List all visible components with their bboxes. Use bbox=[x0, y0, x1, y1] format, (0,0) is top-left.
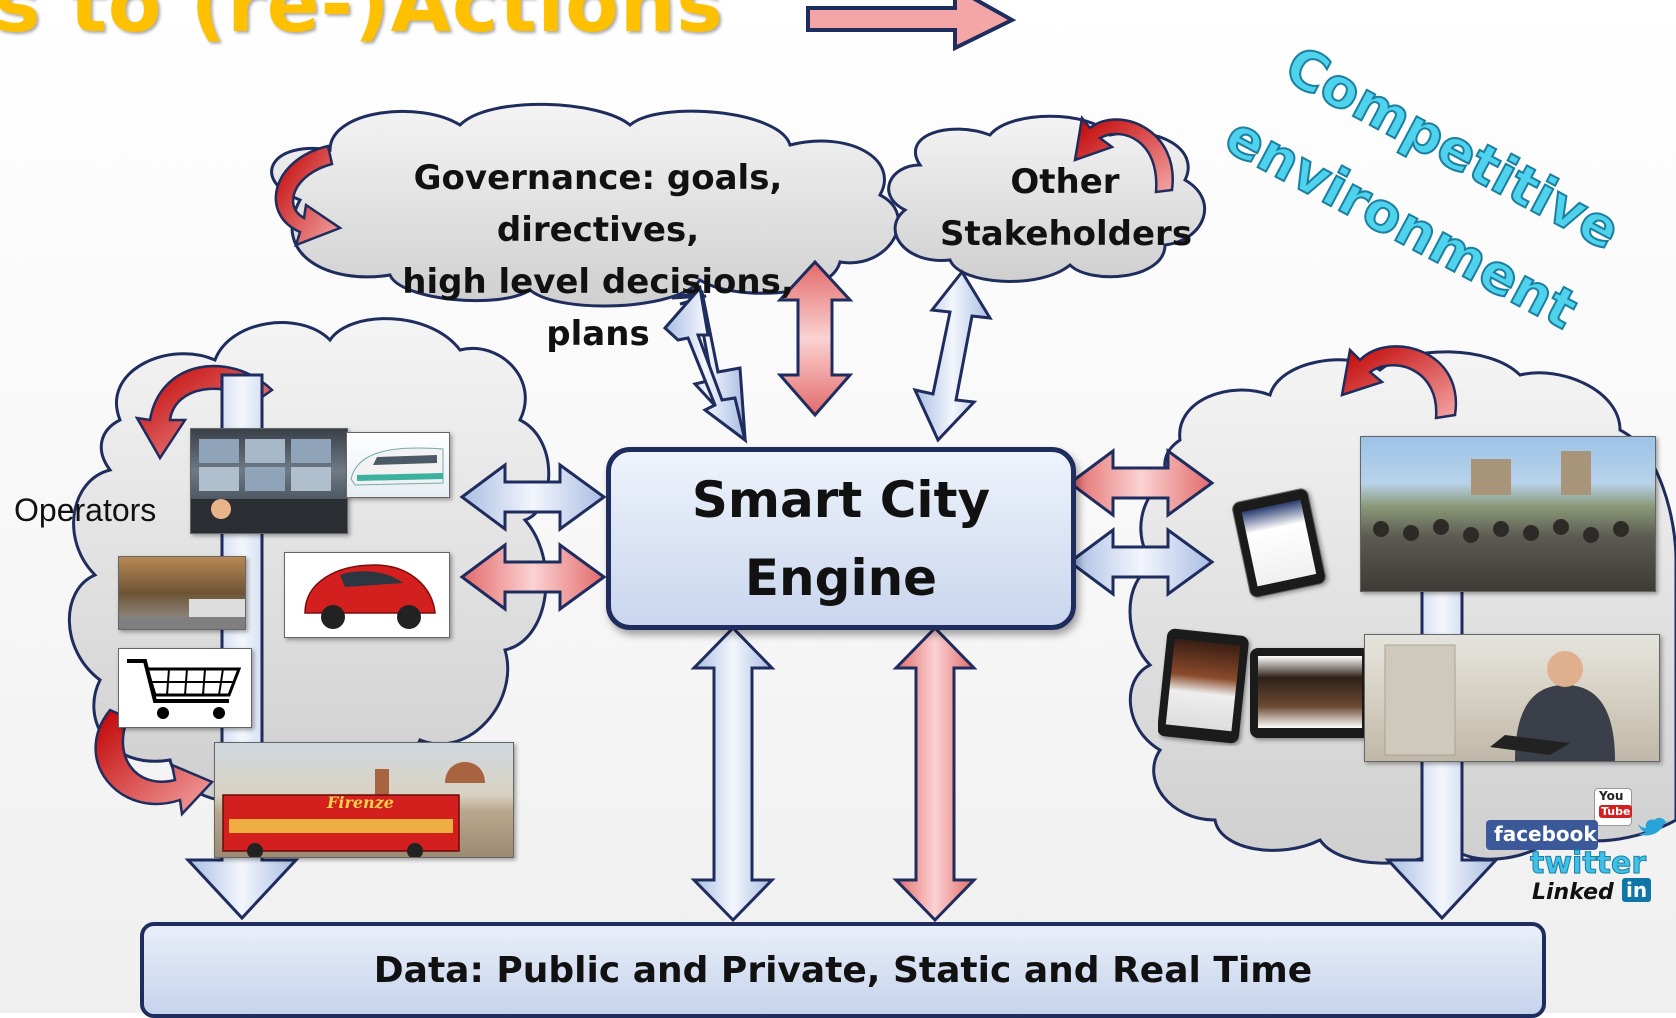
stakeholders-cloud bbox=[887, 114, 1207, 283]
engine-data-arrow-red bbox=[892, 625, 978, 923]
engine-citizens-arrow-bottom bbox=[1067, 527, 1215, 597]
twitter-text: twitter bbox=[1529, 846, 1647, 882]
citizens-cloud bbox=[1128, 350, 1676, 865]
governance-cloud bbox=[270, 102, 900, 308]
stakeholders-text: Other Stakeholders bbox=[940, 156, 1193, 260]
title-arrow bbox=[806, 0, 1017, 52]
shopping-cart-icon bbox=[127, 659, 242, 719]
red-car-icon bbox=[304, 564, 436, 629]
governance-line-2: high level decisions, bbox=[402, 262, 794, 302]
stakeholders-engine-arrow bbox=[912, 269, 993, 443]
slide-title-fragment: s to (re-)Actions bbox=[0, 0, 724, 50]
crowd-photo bbox=[1360, 436, 1656, 592]
stakeholders-line-1: Other bbox=[1010, 162, 1120, 202]
governance-curve-arrow bbox=[274, 144, 343, 248]
governance-engine-arrow-center bbox=[776, 259, 854, 418]
stakeholders-curve-arrow bbox=[1073, 115, 1174, 194]
engine-line-1: Smart City bbox=[691, 470, 991, 529]
engine-citizens-arrow-top bbox=[1067, 448, 1215, 518]
shopping-cart-photo bbox=[118, 648, 252, 728]
youtube-logo: You Tube bbox=[1594, 788, 1633, 826]
twitter-bird-icon bbox=[1638, 817, 1670, 836]
linkedin-in-badge: in bbox=[1622, 878, 1652, 902]
smart-city-engine-box: Smart City Engine bbox=[606, 447, 1076, 630]
control-room-photo bbox=[190, 428, 348, 534]
engine-line-2: Engine bbox=[744, 548, 938, 607]
operators-label: Operators bbox=[14, 492, 157, 528]
social-media-logos: You Tube facebook twitter Linked in bbox=[1486, 788, 1676, 906]
operators-curve-arrow-bottom bbox=[94, 708, 215, 817]
governance-line-1: Governance: goals, directives, bbox=[413, 158, 783, 250]
youtube-bottom-text: Tube bbox=[1599, 805, 1633, 818]
businessman-laptop-photo bbox=[1364, 634, 1660, 762]
facebook-logo: facebook bbox=[1486, 820, 1598, 850]
businessman-icon bbox=[1384, 644, 1615, 761]
tour-bus-icon bbox=[222, 762, 485, 857]
tablets-photo bbox=[1158, 628, 1372, 746]
operators-engine-arrow-top bbox=[459, 462, 607, 532]
tablet-small-screen-icon bbox=[1241, 499, 1317, 587]
data-label: Data: Public and Private, Static and Rea… bbox=[373, 949, 1313, 991]
parking-garage-icon bbox=[119, 599, 245, 629]
train-icon bbox=[350, 447, 444, 486]
facebook-text: facebook bbox=[1494, 822, 1597, 846]
governance-text: Governance: goals, directives, high leve… bbox=[318, 152, 878, 360]
control-room-screens-icon bbox=[191, 439, 347, 533]
bus-sign: Firenze bbox=[327, 793, 394, 812]
linkedin-text: Linked bbox=[1532, 880, 1614, 905]
tablet-right-icon bbox=[1250, 648, 1370, 738]
electric-car-photo bbox=[284, 552, 450, 638]
operators-engine-arrow-bottom bbox=[459, 542, 607, 612]
parking-photo bbox=[118, 556, 246, 630]
tour-bus-photo: Firenze bbox=[214, 742, 514, 858]
stakeholders-line-2: Stakeholders bbox=[940, 214, 1193, 254]
engine-data-arrow-blue bbox=[690, 625, 776, 923]
crowd-icon bbox=[1373, 451, 1629, 543]
tablet-left-icon bbox=[1158, 628, 1250, 744]
youtube-top-text: You bbox=[1599, 789, 1624, 803]
governance-line-3: plans bbox=[546, 314, 650, 354]
train-photo bbox=[346, 432, 450, 498]
competitive-environment-label: Competitive environment bbox=[1214, 33, 1670, 343]
governance-engine-arrow-left-body bbox=[662, 284, 748, 444]
citizens-curve-arrow bbox=[1340, 345, 1458, 420]
data-bar: Data: Public and Private, Static and Rea… bbox=[140, 922, 1546, 1018]
